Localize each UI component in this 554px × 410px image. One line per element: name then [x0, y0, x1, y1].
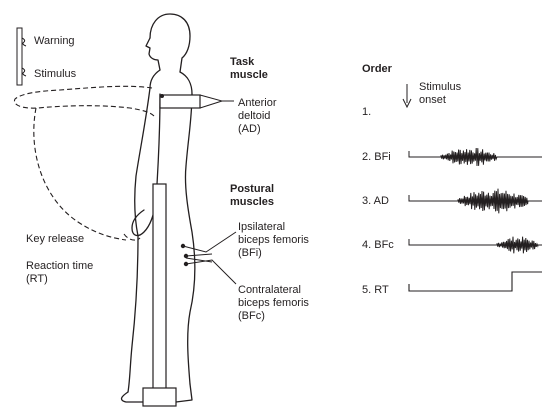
dashed-hand — [123, 233, 141, 241]
ad-label-line1: Anterior — [238, 97, 277, 109]
ad-label-line2: deltoid — [238, 110, 271, 122]
bfc-trace — [408, 236, 542, 254]
onset-label-line1: Stimulus — [419, 81, 462, 93]
bfi-label-line1: Ipsilateral — [238, 221, 286, 233]
arm-electrode-band — [159, 94, 224, 109]
arm-swing-arc — [33, 107, 127, 241]
stimulus-label: Stimulus — [34, 68, 77, 80]
postural-heading-line1: Postural — [230, 183, 275, 195]
bfi-label-line2: biceps femoris — [238, 234, 309, 246]
bfi-label-line3: (BFi) — [238, 247, 262, 259]
task-heading-line1: Task — [230, 56, 255, 68]
bfc-label-line1: Contralateral — [238, 284, 301, 296]
postural-heading-line2: muscles — [230, 196, 275, 208]
reaction-time-label-line2: (RT) — [26, 273, 48, 285]
warning-label: Warning — [34, 35, 75, 47]
bfc-label-line3: (BFc) — [238, 310, 265, 322]
key-release-label: Key release — [26, 233, 85, 245]
bfi-trace — [408, 147, 542, 167]
ad-trace — [408, 188, 542, 214]
order-row-rt-label: 5. RT — [362, 284, 389, 296]
leg-electrodes — [180, 231, 237, 285]
onset-arrow-icon — [402, 84, 412, 109]
rt-step-trace — [408, 271, 542, 292]
task-heading-line2: muscle — [230, 69, 268, 81]
onset-label-line2: onset — [419, 94, 446, 106]
order-row-bfc-label: 4. BFc — [362, 239, 394, 251]
ad-label-line3: (AD) — [238, 123, 261, 135]
signal-panel — [16, 27, 27, 86]
reaction-time-label-line1: Reaction time — [26, 260, 94, 272]
key-post — [142, 183, 177, 407]
order-heading: Order — [362, 63, 392, 75]
human-figure — [120, 13, 196, 403]
emg-traces — [408, 147, 542, 292]
order-row-1-label: 1. — [362, 106, 372, 118]
order-row-ad-label: 3. AD — [362, 195, 389, 207]
bfc-label-line2: biceps femoris — [238, 297, 309, 309]
raised-arm-outline — [13, 85, 155, 117]
order-row-bfi-label: 2. BFi — [362, 151, 391, 163]
